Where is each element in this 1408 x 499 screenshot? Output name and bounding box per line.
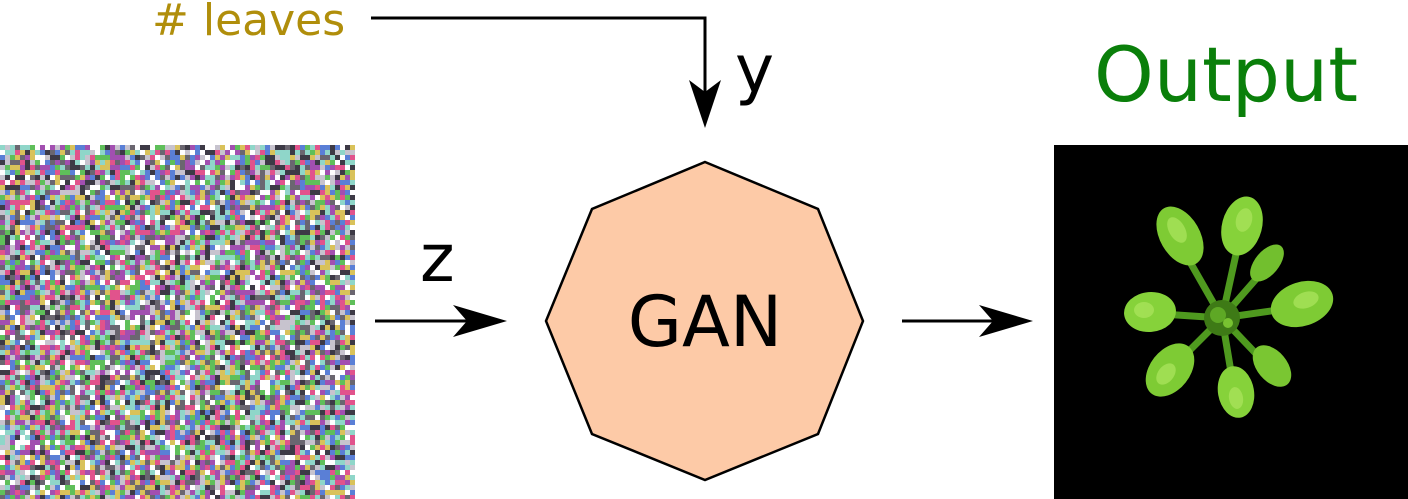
gan-node: GAN (544, 160, 865, 482)
gan-label: GAN (628, 281, 783, 363)
gan-octagon (544, 160, 865, 482)
noise-to-gan-arrow (375, 305, 507, 337)
output-image (1054, 145, 1408, 499)
condition-label: # leaves (152, 0, 345, 46)
noise-image (0, 145, 355, 499)
noise-pixels (0, 145, 355, 499)
condition-variable: y (735, 31, 774, 108)
plant-rosette (1124, 196, 1334, 418)
output-label: Output (1094, 30, 1358, 119)
condition-arrow (371, 16, 721, 128)
gan-to-output-arrow (902, 305, 1033, 337)
noise-variable: z (420, 220, 455, 297)
